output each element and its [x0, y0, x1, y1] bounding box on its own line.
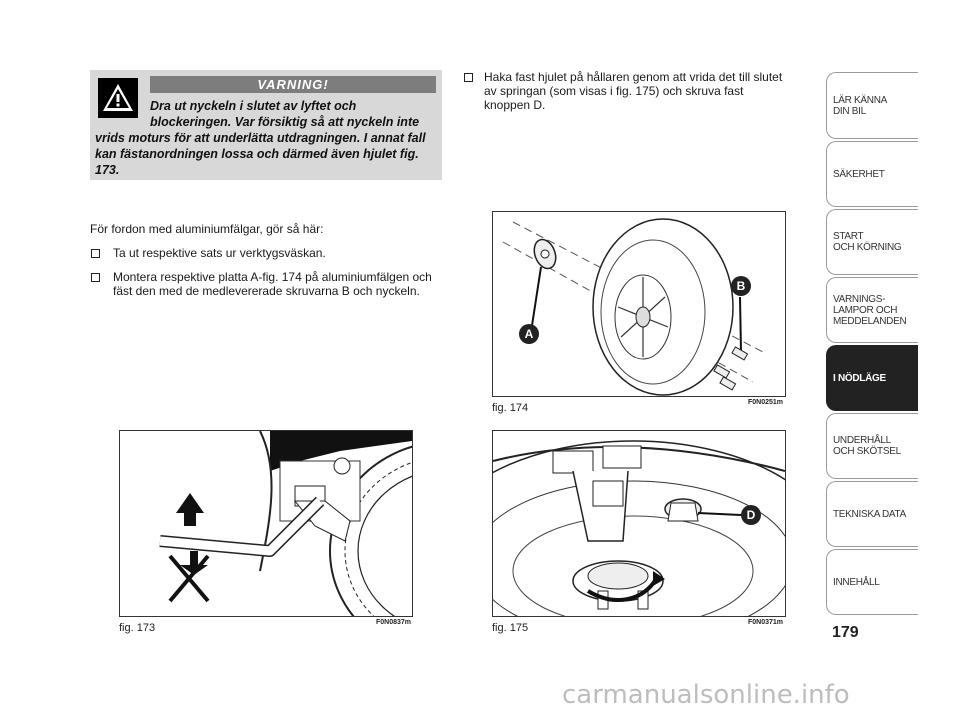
watermark: carmanualsonline.info: [562, 680, 850, 710]
bullet-marker: [464, 73, 473, 82]
page-number: 179: [832, 624, 859, 641]
figure-173-code: F0N0837m: [376, 619, 412, 626]
warning-text-line2: vrids moturs för att underlätta utdragni…: [95, 131, 426, 177]
left-bullet-1: Ta ut respektive sats ur verktygsväskan.: [113, 246, 326, 260]
warning-title: VARNING!: [150, 76, 436, 93]
figure-173: [119, 430, 413, 617]
figure-174-label: fig. 174: [492, 402, 529, 414]
tab-lar-kanna-din-bil[interactable]: LÄR KÄNNA DIN BIL: [826, 72, 918, 139]
tab-varningslampor[interactable]: VARNINGS- LAMPOR OCH MEDDELANDEN: [826, 277, 918, 343]
callout-d: D: [747, 508, 756, 522]
tab-start-och-korning[interactable]: START OCH KÖRNING: [826, 209, 918, 275]
figure-174-code: F0N0251m: [748, 399, 784, 406]
right-bullet-1: Haka fast hjulet på hållaren genom att v…: [484, 70, 783, 112]
callout-b: B: [737, 279, 746, 293]
tab-innehall[interactable]: INNEHÅLL: [826, 549, 918, 615]
tab-tekniska-data[interactable]: TEKNISKA DATA: [826, 481, 918, 547]
tab-sakerhet[interactable]: SÄKERHET: [826, 141, 918, 207]
bullet-marker: [91, 273, 100, 282]
figure-174: A B: [492, 211, 786, 397]
intro-text: För fordon med aluminiumfälgar, gör så h…: [90, 222, 324, 236]
figure-173-label: fig. 173: [119, 622, 156, 634]
callout-a: A: [525, 327, 534, 341]
tab-underhall[interactable]: UNDERHÅLL OCH SKÖTSEL: [826, 413, 918, 479]
tab-i-nodlage[interactable]: I NÖDLÄGE: [826, 345, 918, 411]
figure-175-code: F0N0371m: [748, 619, 784, 626]
figure-175-label: fig. 175: [492, 622, 529, 634]
bullet-marker: [91, 249, 100, 258]
warning-text-line1: Dra ut nyckeln i slutet av lyftet och bl…: [150, 99, 420, 129]
figure-175: D: [492, 430, 786, 617]
warning-triangle-icon: [98, 78, 138, 118]
left-bullet-2: Montera respektive platta A-fig. 174 på …: [113, 270, 432, 298]
